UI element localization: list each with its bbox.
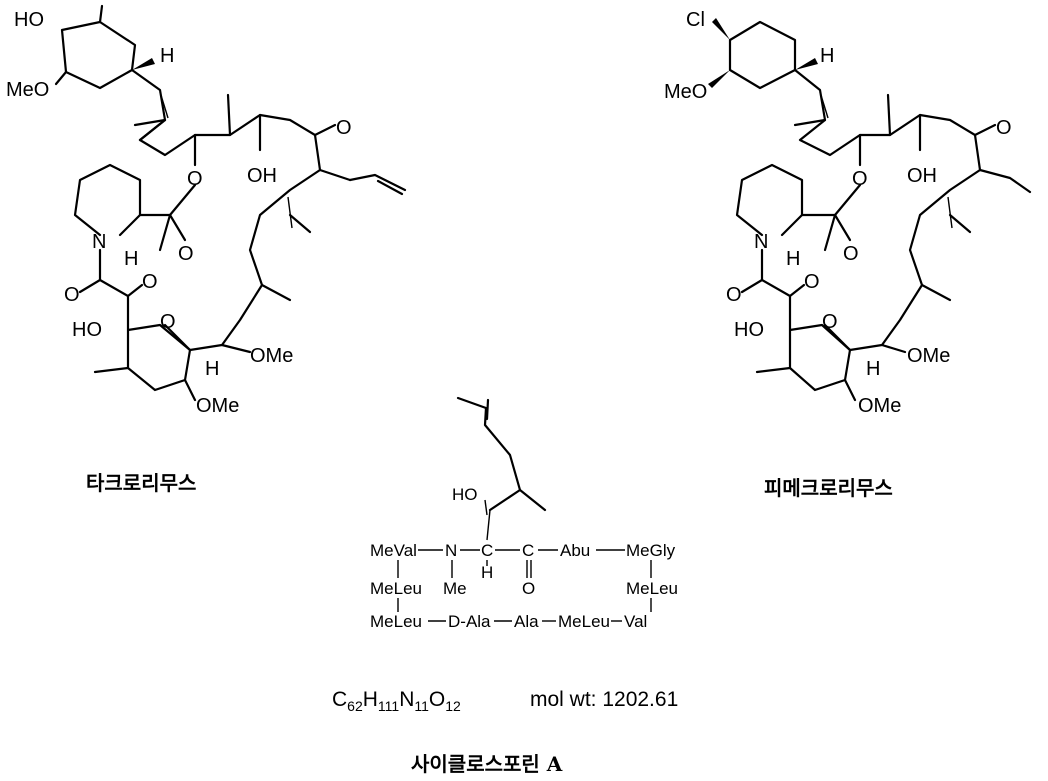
tacrolimus-label-ho-top: HO [14, 9, 44, 31]
tacrolimus-label-h-ring: H [205, 358, 219, 380]
pimecrolimus-label-h-n: H [786, 248, 800, 270]
pimecrolimus-cyclohexyl-ring [730, 22, 795, 88]
pimecrolimus-label-o-amide: O [843, 243, 859, 265]
pimecrolimus-label-h-ring: H [866, 358, 880, 380]
cyclosporin-c1: C [481, 541, 493, 560]
pimecrolimus-caption: 피메크로리무스 [764, 472, 893, 501]
pimecrolimus-label-h-top: H [820, 45, 834, 67]
pimecrolimus-macrocycle [795, 70, 980, 350]
pimecrolimus-piperidine-ring [737, 165, 802, 235]
tacrolimus-label-oh: OH [247, 165, 277, 187]
pimecrolimus-label-ho-hem: HO [734, 319, 764, 341]
cyclosporin-h: H [481, 563, 493, 582]
pimecrolimus-label-o-ring: O [822, 311, 838, 333]
cyclosporin-n: N [445, 541, 457, 560]
tacrolimus-label-o-mid: O [142, 271, 158, 293]
cyclosporin-me: Me [443, 579, 467, 598]
tacrolimus-label-ho-hem: HO [72, 319, 102, 341]
cyclosporin-structure: HO MeVal N Me C H C O Abu MeGly MeLeu Me… [370, 398, 678, 631]
cyclosporin-ho: HO [452, 485, 478, 504]
tacrolimus-piperidine-ring [75, 165, 140, 235]
tacrolimus-label-ome-1: OMe [250, 345, 293, 367]
tacrolimus-label-o-left: O [64, 284, 80, 306]
pimecrolimus-label-ome-2: OMe [858, 395, 901, 417]
cyclosporin-c2: C [522, 541, 534, 560]
cyclosporin-meleu-bottom: MeLeu [370, 612, 422, 631]
cyclosporin-formula: C62H111N11O12 [332, 688, 461, 714]
tacrolimus-label-o-ring: O [160, 311, 176, 333]
pimecrolimus-label-o-mid: O [804, 271, 820, 293]
tacrolimus-label-o-ester: O [187, 168, 203, 190]
cyclosporin-val: Val [624, 612, 647, 631]
cyclosporin-dala: D-Ala [448, 612, 491, 631]
cyclosporin-meleu-mid: MeLeu [558, 612, 610, 631]
tacrolimus-label-n: N [92, 231, 106, 253]
tacrolimus-label-h-top: H [160, 45, 174, 67]
tacrolimus-label-o-ketone: O [336, 117, 352, 139]
tacrolimus-label-ome-2: OMe [196, 395, 239, 417]
tacrolimus-cyclohexyl-ring [62, 22, 135, 88]
pimecrolimus-label-o-ketone: O [996, 117, 1012, 139]
cyclosporin-mol-wt: mol wt: 1202.61 [530, 688, 678, 712]
pimecrolimus-label-cl: Cl [686, 9, 705, 31]
pimecrolimus-label-o-ester: O [852, 168, 868, 190]
tacrolimus-label-h-n: H [124, 248, 138, 270]
tacrolimus-label-meo-top: MeO [6, 79, 49, 101]
tacrolimus-label-o-amide: O [178, 243, 194, 265]
cyclosporin-meleu-left: MeLeu [370, 579, 422, 598]
pimecrolimus-structure: Cl MeO H O O OH N H O O O HO O H OMe OMe [664, 9, 1030, 417]
pimecrolimus-pyran-ring [790, 296, 850, 390]
pimecrolimus-label-ome-1: OMe [907, 345, 950, 367]
pimecrolimus-label-meo-top: MeO [664, 81, 707, 103]
cyclosporin-o: O [522, 579, 535, 598]
pimecrolimus-label-n: N [754, 231, 768, 253]
cyclosporin-caption: 사이클로스포린 A [411, 748, 562, 777]
tacrolimus-macrocycle [132, 70, 320, 350]
cyclosporin-meleu-right: MeLeu [626, 579, 678, 598]
cyclosporin-abu: Abu [560, 541, 590, 560]
cyclosporin-megly: MeGly [626, 541, 676, 560]
cyclosporin-ala: Ala [514, 612, 539, 631]
tacrolimus-structure: HO MeO H O O OH N H O O O HO O H OMe OMe [6, 6, 405, 417]
pimecrolimus-label-oh: OH [907, 165, 937, 187]
cyclosporin-meval: MeVal [370, 541, 417, 560]
tacrolimus-caption: 타크로리무스 [86, 467, 196, 496]
tacrolimus-pyran-ring [128, 296, 190, 390]
pimecrolimus-label-o-left: O [726, 284, 742, 306]
